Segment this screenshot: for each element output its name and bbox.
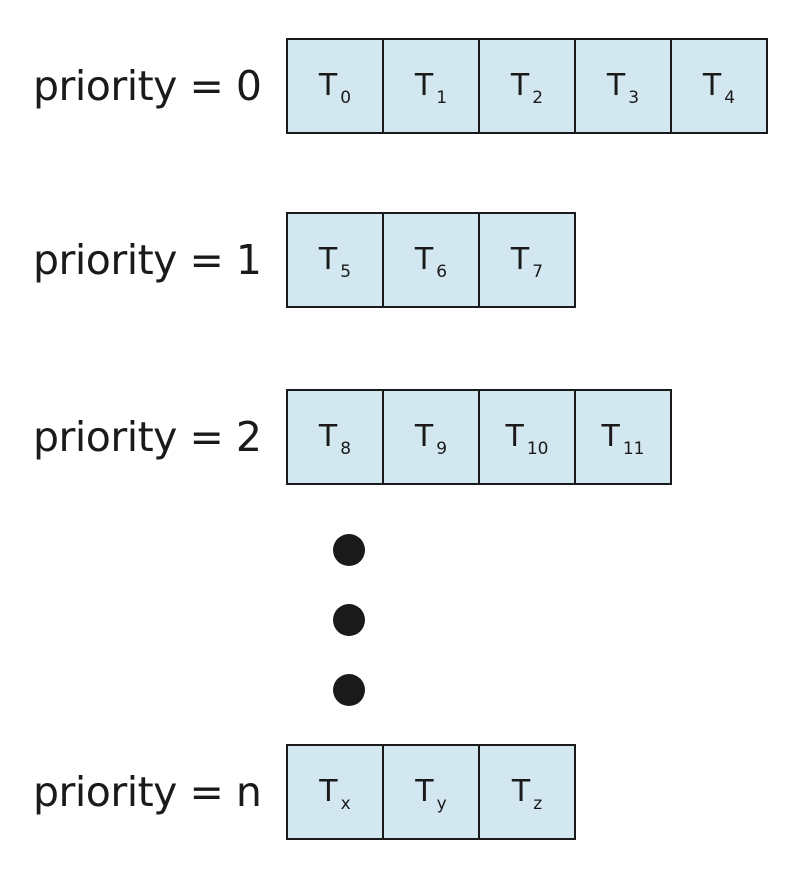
thread-index: x	[340, 793, 351, 814]
thread-index: 2	[532, 87, 544, 108]
vertical-ellipsis-icon	[333, 534, 365, 710]
thread-name: T	[318, 419, 338, 454]
thread-index: 1	[436, 87, 448, 108]
thread-index: 8	[340, 438, 352, 459]
thread-name: T	[510, 242, 530, 277]
thread-name: T	[415, 774, 434, 809]
ellipsis-dot	[333, 534, 365, 566]
ellipsis-dot	[333, 604, 365, 636]
thread-name: T	[606, 68, 626, 103]
thread-index: 7	[532, 261, 544, 282]
priority-label: priority = 2	[33, 413, 262, 461]
thread-index: 9	[436, 438, 448, 459]
thread-name: T	[511, 774, 531, 809]
thread-index: 10	[526, 438, 549, 459]
thread-index: 6	[436, 261, 448, 282]
thread-name: T	[318, 68, 338, 103]
thread-index: 11	[622, 438, 645, 459]
thread-name: T	[702, 68, 722, 103]
thread-index: 0	[340, 87, 352, 108]
priority-label: priority = n	[33, 768, 262, 816]
thread-index: 4	[724, 87, 736, 108]
priority-label: priority = 1	[33, 236, 262, 284]
thread-index: 5	[340, 261, 352, 282]
thread-name: T	[601, 419, 620, 454]
thread-name: T	[414, 242, 434, 277]
thread-name: T	[414, 68, 434, 103]
thread-index: y	[436, 793, 447, 814]
thread-name: T	[510, 68, 530, 103]
thread-name: T	[318, 242, 338, 277]
thread-name: T	[505, 419, 524, 454]
thread-index: z	[533, 793, 543, 814]
priority-label: priority = 0	[33, 62, 262, 110]
thread-name: T	[319, 774, 338, 809]
thread-index: 3	[628, 87, 640, 108]
ellipsis-dot	[333, 674, 365, 706]
thread-name: T	[414, 419, 434, 454]
